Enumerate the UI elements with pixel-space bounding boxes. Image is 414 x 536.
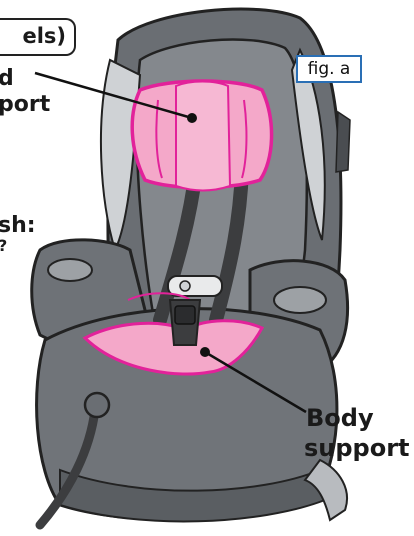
buckle: [175, 306, 195, 324]
body-support-label-line2: support: [304, 436, 410, 461]
side-handle: [336, 112, 350, 172]
recline-label-line2: ?: [0, 238, 7, 255]
body-support-label-line1: Body: [306, 406, 374, 431]
recline-label-line1: sh:: [0, 214, 36, 237]
chest-clip-button: [180, 281, 190, 291]
section-tab: els): [0, 18, 76, 56]
left-cupholder: [48, 259, 92, 281]
strap-ring: [85, 393, 109, 417]
body-support-dot: [200, 347, 210, 357]
section-tab-text: els): [22, 25, 66, 47]
head-support-label-line2: port: [0, 93, 50, 116]
head-support-band: [176, 82, 230, 191]
right-cupholder: [274, 287, 326, 313]
head-support-dot: [187, 113, 197, 123]
figure-label: fig. a: [296, 55, 362, 83]
head-support-label-line1: d: [0, 67, 14, 90]
chest-clip: [168, 276, 222, 296]
